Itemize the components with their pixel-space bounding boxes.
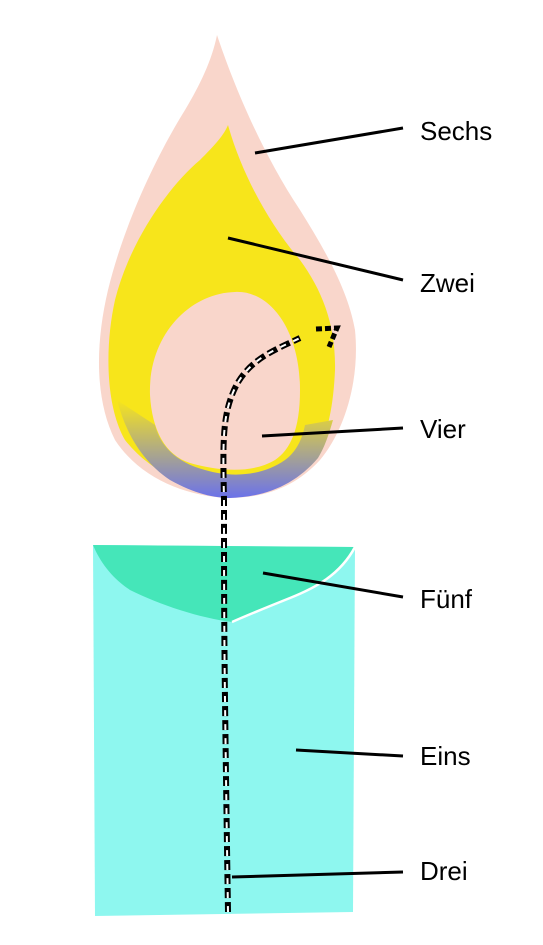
label-eins: Eins — [420, 741, 471, 771]
label-sechs: Sechs — [420, 116, 492, 146]
leader-line-zwei — [227, 236, 404, 282]
leader-line-fuenf — [262, 571, 404, 599]
leader-line-eins — [295, 748, 404, 758]
leader-line-drei — [231, 870, 404, 879]
flame-blue-base — [117, 400, 333, 498]
leader-line-vier — [261, 426, 404, 438]
wick-arrowhead — [315, 325, 341, 348]
candle-wax-body — [93, 545, 355, 916]
label-vier: Vier — [420, 414, 466, 444]
label-fuenf: Fünf — [420, 584, 473, 614]
inner-flame — [108, 125, 336, 492]
candle-wax-pool-edge — [231, 546, 357, 624]
leader-line-sechs — [254, 126, 404, 155]
wick-core — [222, 337, 301, 913]
label-zwei: Zwei — [420, 268, 475, 298]
label-drei: Drei — [420, 856, 468, 886]
